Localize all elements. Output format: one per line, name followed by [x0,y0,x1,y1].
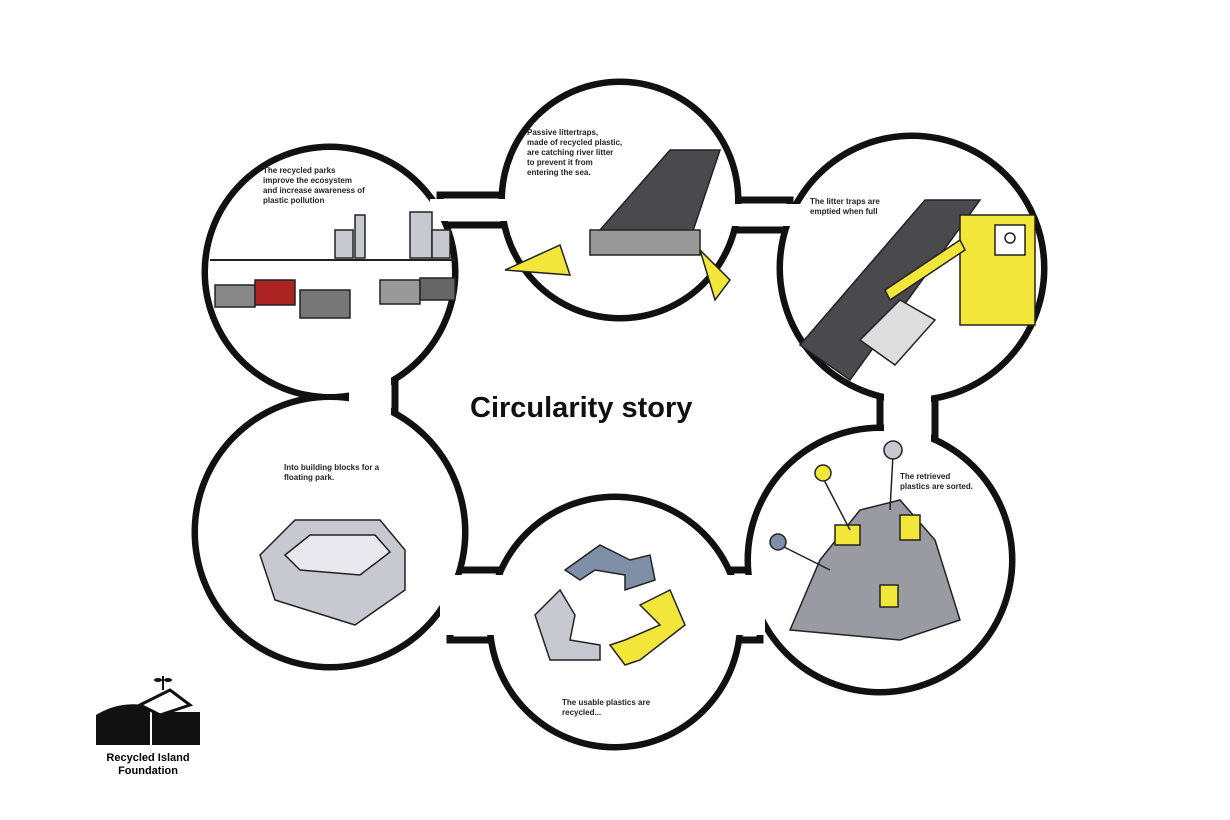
logo-text: Recycled Island Foundation [106,752,190,777]
step-caption-recycled-parks: The recycled parks improve the ecosystem… [263,166,365,205]
littertrap-illustration [504,149,731,302]
diagram-title: Circularity story [470,392,693,424]
recycle-arrows-icon [534,544,686,666]
sorted-plastics-illustration [769,440,961,641]
step-caption-traps-emptied: The litter traps are emptied when full [810,197,880,216]
step-caption-littertraps: Passive littertraps, made of recycled pl… [527,128,623,177]
emptying-crane-illustration [798,199,1036,382]
step-caption-building-blocks: Into building blocks for a floating park… [284,463,380,482]
step-caption-plastics-sorted: The retrieved plastics are sorted. [900,472,973,491]
step-caption-recycled: The usable plastics are recycled... [562,698,651,717]
building-block-illustration [259,519,406,626]
recycled-park-illustration [210,211,456,319]
recycled-island-foundation-logo [96,676,200,745]
